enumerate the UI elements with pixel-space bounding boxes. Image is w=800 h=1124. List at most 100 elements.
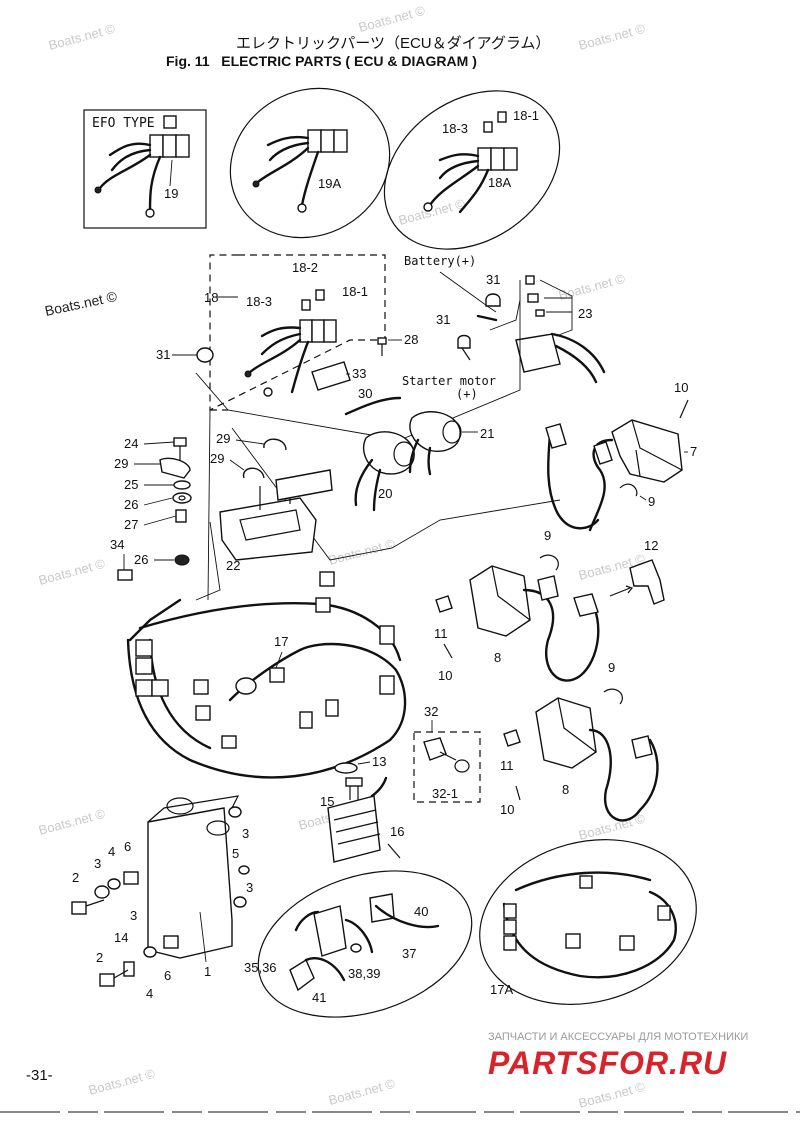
callout-8-upper: 8 bbox=[494, 650, 501, 665]
starter-relay-23: 23 bbox=[489, 275, 606, 384]
relay-assembly-18: 18 18-2 18-3 18-1 bbox=[204, 254, 386, 411]
callout-17: 17 bbox=[274, 634, 288, 649]
callout-11-upper: 11 bbox=[434, 626, 448, 641]
ignition-coil-7: 7 10 9 bbox=[545, 380, 697, 532]
callout-8-lower: 8 bbox=[562, 782, 569, 797]
callout-38-39: 38,39 bbox=[348, 966, 381, 981]
watermark-6: Boats.net © bbox=[37, 556, 107, 588]
rectifier-15: 13 15 16 bbox=[320, 754, 404, 863]
callout-35-36: 35,36 bbox=[244, 960, 277, 975]
callout-19A: 19A bbox=[318, 176, 341, 191]
callout-13: 13 bbox=[372, 754, 386, 769]
callout-17A: 17A bbox=[490, 982, 513, 997]
callout-9-top: 9 bbox=[648, 494, 655, 509]
cap-31 bbox=[485, 293, 501, 307]
callout-21: 21 bbox=[480, 426, 494, 441]
callout-9-lower: 9 bbox=[608, 660, 615, 675]
watermark-3: Boats.net © bbox=[577, 21, 647, 53]
callout-18-2: 18-2 bbox=[292, 260, 318, 275]
callout-33: 33 bbox=[352, 366, 366, 381]
callout-32: 32 bbox=[424, 704, 438, 719]
efo-type-label: EFO TYPE bbox=[92, 116, 155, 131]
callout-3-left: 3 bbox=[94, 856, 101, 871]
callout-3-rightlow: 3 bbox=[246, 880, 253, 895]
page-number: -31- bbox=[26, 1067, 53, 1084]
callout-7: 7 bbox=[690, 444, 697, 459]
callout-18A: 18A bbox=[488, 175, 511, 190]
clamp-29-b bbox=[242, 467, 265, 479]
callout-28: 28 bbox=[404, 332, 418, 347]
callout-27: 27 bbox=[124, 517, 138, 532]
callout-6-upper: 6 bbox=[124, 839, 131, 854]
callout-3-right: 3 bbox=[242, 826, 249, 841]
callout-18-1-mid: 18-1 bbox=[342, 284, 368, 299]
callout-12: 12 bbox=[644, 538, 658, 553]
callout-15: 15 bbox=[320, 794, 334, 809]
title-japanese: エレクトリックパーツ（ECU＆ダイアグラム） bbox=[236, 35, 550, 52]
callout-22: 22 bbox=[226, 558, 240, 573]
bolt-stack-24-27: 24 29 25 26 27 bbox=[114, 436, 192, 532]
callout-31-left: 31 bbox=[156, 347, 170, 362]
wire-harness-17: 17 bbox=[126, 571, 407, 779]
callout-19: 19 bbox=[164, 186, 178, 201]
callout-37: 37 bbox=[402, 946, 416, 961]
fuse-34: 34 26 bbox=[110, 537, 190, 581]
shop-logo: PARTSFOR.RU bbox=[488, 1045, 727, 1081]
callout-10-lower: 10 bbox=[500, 802, 514, 817]
callout-30: 30 bbox=[358, 386, 372, 401]
callout-18-3-top: 18-3 bbox=[442, 121, 468, 136]
callout-29-mid: 29 bbox=[210, 451, 224, 466]
bracket-22: 22 bbox=[219, 469, 333, 573]
callout-2-upper: 2 bbox=[72, 870, 79, 885]
inset-19A: 19A bbox=[229, 87, 391, 239]
efo-type-inset: EFO TYPE 19 bbox=[83, 109, 207, 229]
ecu-1: 1 3 5 3 6 4 3 2 3 14 2 6 4 bbox=[71, 795, 253, 1001]
callout-34: 34 bbox=[110, 537, 124, 552]
cable-30: 30 bbox=[344, 386, 402, 416]
inset-35-41: 40 35,36 37 38,39 41 bbox=[244, 870, 473, 1018]
watermark-bold: Boats.net © bbox=[43, 288, 119, 319]
watermark-7: Boats.net © bbox=[327, 536, 397, 568]
callout-16: 16 bbox=[390, 824, 404, 839]
ignition-coil-8-upper: 8 11 10 9 bbox=[434, 528, 600, 683]
watermark-9: Boats.net © bbox=[37, 806, 107, 838]
callout-23: 23 bbox=[578, 306, 592, 321]
callout-29-top: 29 bbox=[216, 431, 230, 446]
callout-31-low: 31 bbox=[436, 312, 450, 327]
callout-4-lower: 4 bbox=[146, 986, 153, 1001]
relay-set-19 bbox=[94, 115, 190, 218]
grommet-31: 31 bbox=[156, 347, 214, 363]
holder-33: 33 bbox=[311, 361, 366, 391]
callout-14: 14 bbox=[114, 930, 128, 945]
callout-18-1-top: 18-1 bbox=[513, 108, 539, 123]
sensor-32: 32 32-1 bbox=[413, 704, 481, 803]
callout-4-upper: 4 bbox=[108, 844, 115, 859]
callout-40: 40 bbox=[414, 904, 428, 919]
plug-cap-12: 12 bbox=[609, 538, 665, 605]
title-english: Fig. 11 ELECTRIC PARTS ( ECU & DIAGRAM ) bbox=[166, 53, 477, 69]
callout-10-mid: 10 bbox=[438, 668, 452, 683]
starter-motor-label: Starter motor bbox=[402, 374, 496, 388]
inset-18A: 18-3 18-1 18A bbox=[383, 90, 561, 250]
callout-2-lower: 2 bbox=[96, 950, 103, 965]
sensor-20: 20 bbox=[354, 431, 415, 512]
watermark-1: Boats.net © bbox=[47, 21, 117, 53]
callout-24: 24 bbox=[124, 436, 138, 451]
callout-9-mid: 9 bbox=[544, 528, 551, 543]
callout-3-lower: 3 bbox=[130, 908, 137, 923]
callout-1: 1 bbox=[204, 964, 211, 979]
shop-tagline: ЗАПЧАСТИ И АКСЕССУАРЫ ДЛЯ МОТОТЕХНИКИ bbox=[488, 1031, 748, 1043]
callout-11-lower: 11 bbox=[500, 758, 514, 773]
callout-18: 18 bbox=[204, 290, 218, 305]
callout-10-top: 10 bbox=[674, 380, 688, 395]
watermark-2: Boats.net © bbox=[357, 3, 427, 35]
sensor-21: 21 bbox=[408, 411, 494, 476]
callout-26-upper: 26 bbox=[124, 497, 138, 512]
clamp-29-a bbox=[263, 438, 287, 451]
callout-25: 25 bbox=[124, 477, 138, 492]
ignition-coil-8-lower: 8 11 10 9 bbox=[500, 660, 659, 822]
screw-28: 28 bbox=[377, 332, 418, 356]
inset-17A: 17A bbox=[479, 839, 697, 1005]
starter-plus-label: (+) bbox=[456, 387, 478, 401]
